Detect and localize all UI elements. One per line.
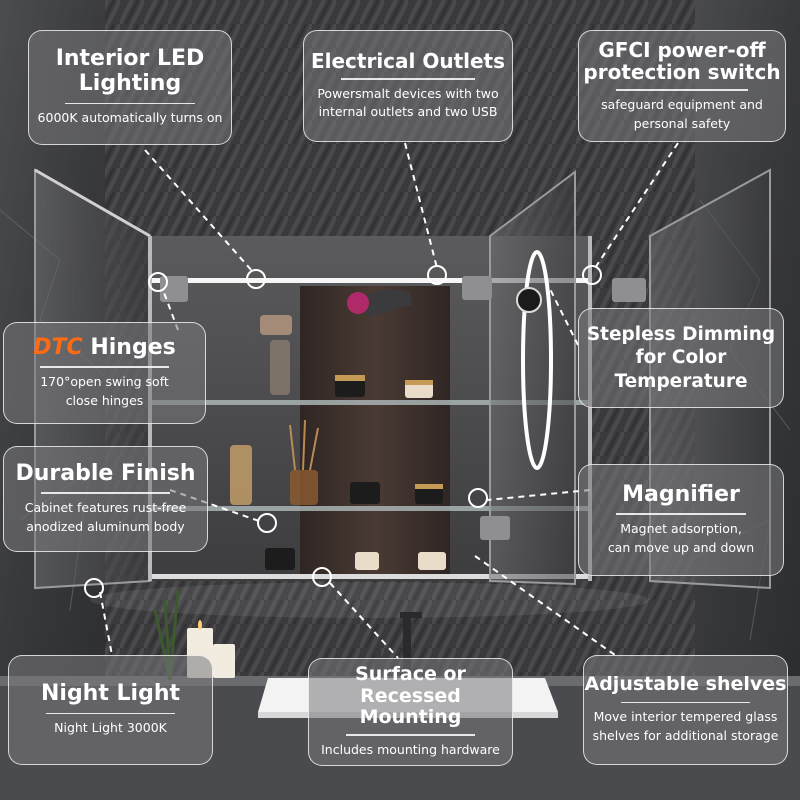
divider — [65, 102, 195, 104]
divider — [615, 513, 747, 515]
marker-ring-hinges — [148, 272, 168, 292]
callout-title: Durable Finish — [15, 460, 196, 486]
callout-title: DTC Hinges — [33, 334, 176, 361]
callout-desc: Move interior tempered glass shelves for… — [593, 708, 779, 746]
desc-line: personal safety — [633, 115, 731, 131]
marker-ring-mounting — [312, 567, 332, 587]
callout-interior-led-lighting: Interior LED Lighting 6000K automaticall… — [28, 30, 232, 145]
desc-line: safeguard equipment and — [601, 96, 763, 112]
callout-dtc-hinges: DTC Hinges 170°open swing soft close hin… — [3, 322, 206, 424]
divider — [345, 734, 476, 736]
callout-desc: Cabinet features rust-free anodized alum… — [25, 499, 187, 537]
title-line: Stepless Dimming — [586, 324, 776, 346]
desc-line: internal outlets and two USB — [318, 104, 498, 120]
callout-night-light: Night Light Night Light 3000K — [8, 655, 213, 765]
dtc-brand-logo: DTC — [33, 334, 83, 360]
desc-line: can move up and down — [607, 539, 755, 555]
callout-electrical-outlets: Electrical Outlets Powersmalt devices wi… — [303, 30, 513, 142]
desc-line: 170°open swing soft — [40, 373, 169, 389]
callout-stepless-dimming: Stepless Dimming for Color Temperature — [578, 308, 784, 408]
desc-line: anodized aluminum body — [26, 518, 185, 534]
title-line: Interior LED — [55, 46, 205, 72]
title-line: Surface or Recessed — [355, 663, 466, 707]
desc-line: Move interior tempered glass — [593, 709, 778, 725]
marker-ring-led — [246, 269, 266, 289]
divider — [341, 78, 475, 80]
callout-title: Electrical Outlets — [310, 48, 506, 73]
callout-title: GFCI power-off protection switch — [583, 37, 781, 84]
callout-title: Night Light — [40, 681, 181, 707]
divider — [40, 492, 171, 494]
marker-ring-finish — [257, 513, 277, 533]
callout-durable-finish: Durable Finish Cabinet features rust-fre… — [3, 446, 208, 552]
callout-desc: Night Light 3000K — [54, 720, 167, 736]
callout-desc: 170°open swing soft close hinges — [40, 373, 169, 411]
callout-title: Magnifier — [622, 481, 740, 507]
callout-surface-recessed-mounting: Surface or Recessed Mounting Includes mo… — [308, 658, 513, 766]
divider — [620, 701, 751, 704]
divider — [40, 366, 169, 368]
title-line: protection switch — [583, 60, 781, 84]
callout-adjustable-shelves: Adjustable shelves Move interior tempere… — [583, 655, 788, 765]
title-line: Temperature — [614, 370, 748, 392]
callout-title: Stepless Dimming for Color Temperature — [587, 323, 775, 392]
marker-ring-magnifier — [468, 488, 488, 508]
callout-title: Surface or Recessed Mounting — [309, 664, 512, 728]
desc-line: close hinges — [65, 392, 144, 408]
callout-title: Adjustable shelves — [584, 673, 787, 696]
divider — [616, 89, 748, 91]
title-line: Lighting — [78, 70, 182, 96]
marker-ring-gfci — [582, 265, 602, 285]
callout-desc: Includes mounting hardware — [321, 741, 500, 757]
callout-title: Interior LED Lighting — [56, 47, 205, 96]
desc-line: Cabinet features rust-free — [24, 499, 187, 515]
title-line: GFCI power-off — [598, 37, 766, 62]
marker-ring-outlets — [427, 265, 447, 285]
callout-desc: 6000K automatically turns on — [37, 110, 223, 125]
callout-gfci-switch: GFCI power-off protection switch safegua… — [578, 30, 786, 142]
callout-desc: Powersmalt devices with two internal out… — [317, 85, 498, 123]
title-line: Mounting — [359, 706, 462, 728]
callout-desc: Magnet adsorption, can move up and down — [608, 520, 754, 558]
marker-ring-night-light — [84, 578, 104, 598]
hinges-title: Hinges — [90, 334, 176, 360]
desc-line: Magnet adsorption, — [620, 520, 742, 536]
desc-line: Powersmalt devices with two — [317, 85, 499, 101]
callout-desc: safeguard equipment and personal safety — [601, 96, 763, 134]
desc-line: shelves for additional storage — [592, 727, 779, 743]
divider — [45, 712, 176, 715]
title-line: for Color — [635, 347, 727, 369]
callout-magnifier: Magnifier Magnet adsorption, can move up… — [578, 464, 784, 576]
